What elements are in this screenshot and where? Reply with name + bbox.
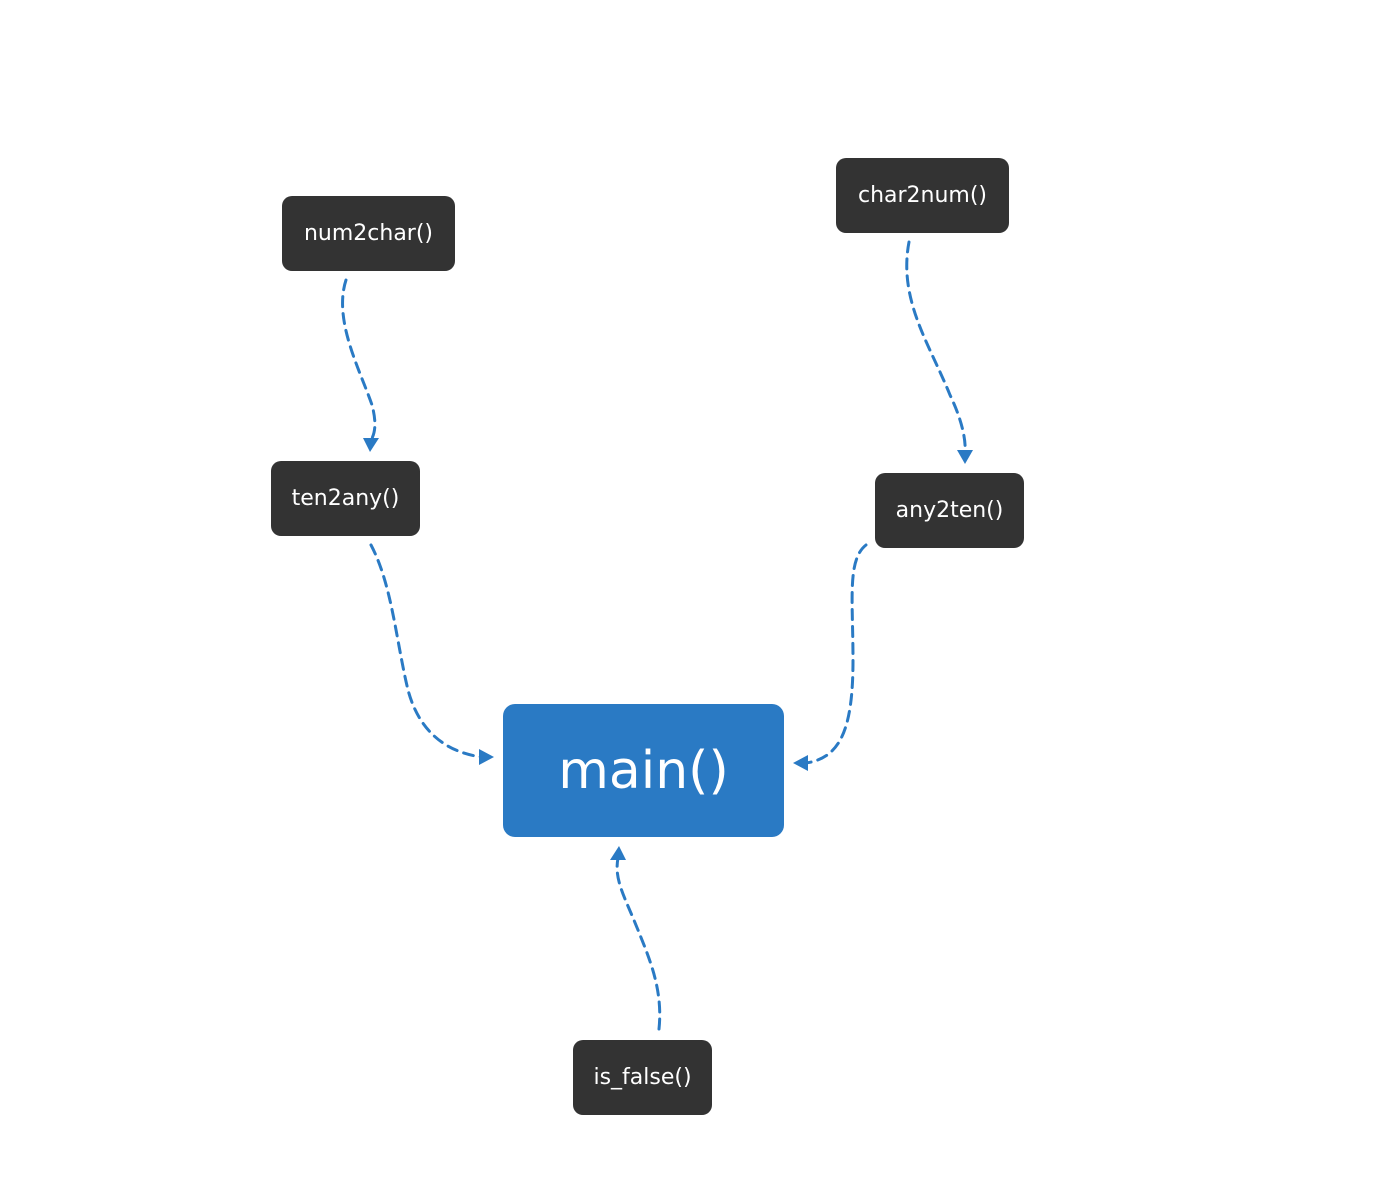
edge-any2ten-to-main	[804, 543, 868, 765]
arrowhead-main-left	[479, 749, 494, 765]
node-is-false[interactable]: is_false()	[573, 1040, 712, 1115]
node-any2ten-label: any2ten()	[895, 498, 1004, 523]
arrowhead-ten2any	[363, 438, 379, 452]
node-num2char[interactable]: num2char()	[282, 196, 455, 271]
edge-char2num-to-any2ten	[905, 240, 967, 454]
node-main-label: main()	[558, 740, 729, 801]
node-ten2any-label: ten2any()	[291, 486, 400, 511]
node-is-false-label: is_false()	[593, 1065, 692, 1090]
node-any2ten[interactable]: any2ten()	[875, 473, 1024, 548]
node-num2char-label: num2char()	[303, 221, 434, 246]
arrowhead-main-bottom	[610, 846, 626, 860]
node-ten2any[interactable]: ten2any()	[271, 461, 420, 536]
edge-isfalse-to-main	[615, 856, 662, 1031]
arrowhead-any2ten	[957, 450, 973, 464]
node-main[interactable]: main()	[503, 704, 784, 837]
arrowhead-main-right	[793, 755, 808, 771]
node-char2num-label: char2num()	[857, 183, 988, 208]
edge-num2char-to-ten2any	[341, 278, 377, 442]
edge-ten2any-to-main	[369, 543, 484, 759]
node-char2num[interactable]: char2num()	[836, 158, 1009, 233]
